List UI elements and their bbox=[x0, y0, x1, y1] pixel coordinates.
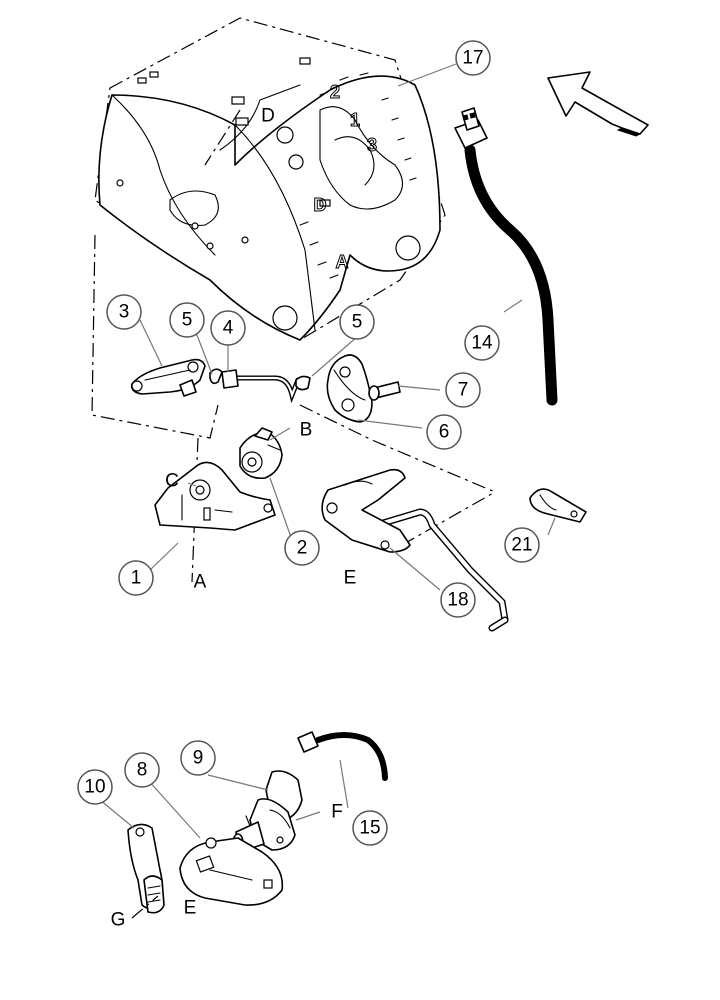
reference-letter-b: B bbox=[300, 420, 313, 441]
svg-text:17: 17 bbox=[462, 48, 483, 69]
callout-18: 18 bbox=[440, 582, 476, 618]
callout-2: 2 bbox=[284, 530, 320, 566]
svg-text:18: 18 bbox=[447, 590, 468, 611]
svg-text:4: 4 bbox=[223, 318, 234, 339]
svg-text:1: 1 bbox=[131, 568, 142, 589]
reference-letter-c: C bbox=[165, 471, 179, 492]
callout-14: 14 bbox=[464, 325, 500, 361]
pivot-plate-part-6 bbox=[326, 354, 373, 423]
callout-4: 4 bbox=[210, 310, 246, 346]
svg-text:7: 7 bbox=[458, 380, 469, 401]
callout-15: 15 bbox=[352, 810, 388, 846]
shift-shaft-part-18 bbox=[321, 468, 509, 632]
switch-part-9 bbox=[232, 770, 303, 853]
svg-text:3: 3 bbox=[119, 302, 130, 323]
wire-harness-part-14 bbox=[454, 107, 558, 406]
svg-text:5: 5 bbox=[182, 310, 193, 331]
svg-text:2: 2 bbox=[297, 538, 308, 559]
callout-5-right: 5 bbox=[339, 304, 375, 340]
reference-letter-g: G bbox=[111, 910, 126, 931]
svg-text:10: 10 bbox=[84, 777, 105, 798]
plate-stamp-3: 3 bbox=[367, 135, 377, 155]
hollow-arrow-up-left-icon bbox=[547, 71, 649, 137]
pin-part-7 bbox=[368, 381, 401, 401]
callout-6: 6 bbox=[426, 414, 462, 450]
svg-text:14: 14 bbox=[471, 333, 493, 354]
actuator-arm-part-10 bbox=[127, 823, 165, 914]
rotary-sensor-part-2 bbox=[239, 427, 283, 480]
reference-line-d bbox=[204, 109, 241, 166]
svg-text:6: 6 bbox=[439, 422, 450, 443]
cable-clamp-part-21 bbox=[529, 488, 587, 523]
callout-5-left: 5 bbox=[169, 302, 205, 338]
plate-stamp-d: D bbox=[314, 195, 327, 215]
clip-part-5-left bbox=[209, 368, 223, 385]
reference-letter-f: F bbox=[331, 802, 343, 823]
plate-stamp-1: 1 bbox=[350, 110, 360, 130]
svg-text:8: 8 bbox=[137, 760, 148, 781]
leader-lines bbox=[99, 63, 556, 839]
callout-3: 3 bbox=[106, 294, 142, 330]
callout-10: 10 bbox=[77, 769, 113, 805]
callout-17: 17 bbox=[455, 40, 491, 76]
reference-letter-e-lower: E bbox=[184, 898, 197, 919]
link-rod-part-4 bbox=[221, 369, 301, 404]
svg-text:5: 5 bbox=[352, 312, 363, 333]
reference-letter-a: A bbox=[194, 572, 207, 593]
reference-line-g bbox=[131, 895, 159, 919]
callout-8: 8 bbox=[124, 752, 160, 788]
clip-part-5-right bbox=[295, 375, 311, 391]
callout-7: 7 bbox=[445, 372, 481, 408]
callout-9: 9 bbox=[180, 740, 216, 776]
reference-letter-e-upper: E bbox=[344, 568, 357, 589]
quadrant-plate-part-17: 1 2 3 D A bbox=[94, 17, 446, 341]
reference-letter-d: D bbox=[261, 106, 275, 127]
mounting-bracket-part-8 bbox=[179, 837, 284, 906]
callout-1: 1 bbox=[118, 560, 154, 596]
lever-part-3 bbox=[130, 358, 206, 397]
plate-stamp-2: 2 bbox=[330, 82, 340, 102]
bracket-part-1 bbox=[154, 461, 276, 531]
svg-text:9: 9 bbox=[193, 748, 204, 769]
cable-part-15 bbox=[297, 731, 388, 781]
callout-21: 21 bbox=[504, 527, 540, 563]
svg-text:15: 15 bbox=[359, 818, 380, 839]
plate-stamp-a: A bbox=[336, 252, 349, 272]
svg-text:21: 21 bbox=[511, 535, 532, 556]
